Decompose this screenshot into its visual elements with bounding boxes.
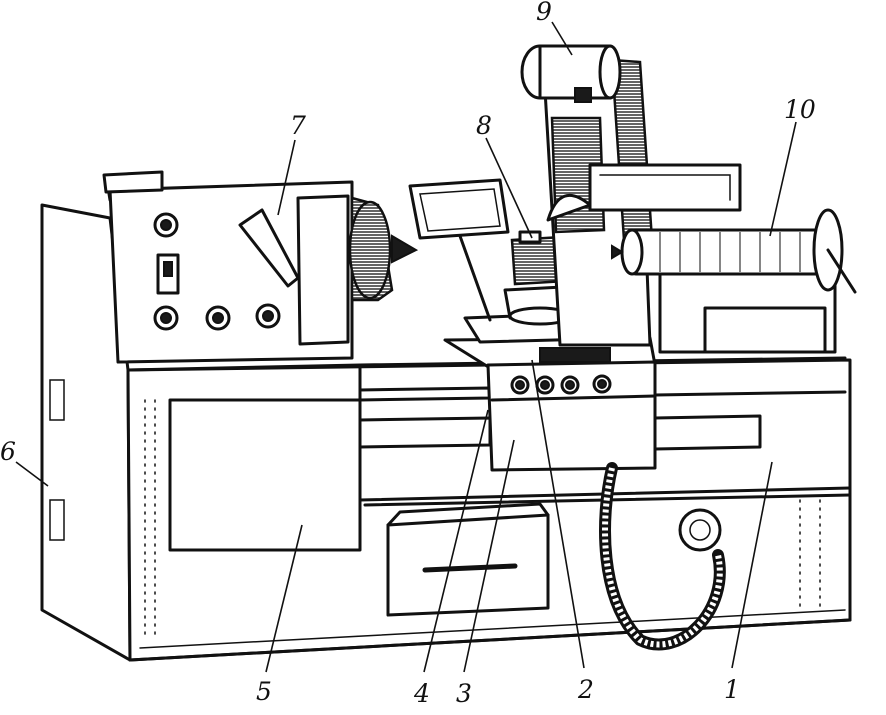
callout-4: 4 [413, 679, 430, 708]
leader-lines [15, 21, 797, 673]
callout-5: 5 [256, 677, 272, 706]
callout-9: 9 [536, 0, 552, 26]
callout-1: 1 [724, 675, 740, 704]
callout-10: 10 [784, 95, 816, 124]
callout-3: 3 [456, 679, 472, 708]
column-and-motor [520, 44, 742, 347]
callout-2: 2 [577, 675, 594, 704]
cabinet-door-panel [168, 398, 362, 552]
drawer [386, 502, 550, 617]
tailstock-cylinder [611, 208, 857, 354]
callout-7: 7 [290, 111, 306, 140]
apron-control-panel [443, 336, 657, 472]
callout-labels: 1 2 3 4 5 6 7 8 9 10 [0, 0, 816, 708]
callout-6: 6 [0, 437, 16, 466]
chuck [348, 196, 419, 302]
headstock [102, 170, 354, 364]
coolant-hose [599, 462, 726, 651]
callout-8: 8 [476, 111, 492, 140]
